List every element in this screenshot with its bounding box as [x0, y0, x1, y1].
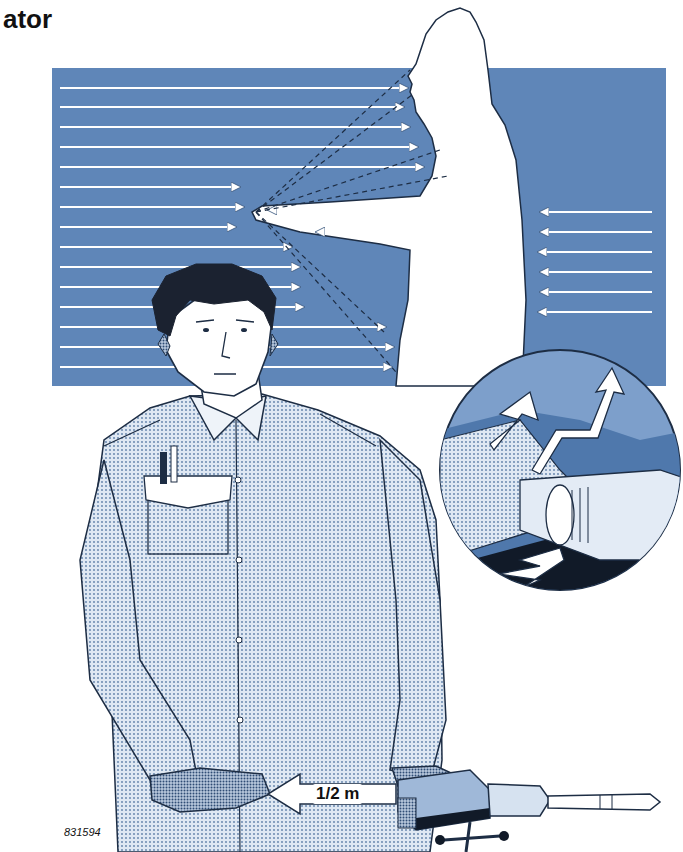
reflected-arrow [540, 231, 652, 233]
sound-arrow [60, 166, 424, 168]
sound-arrow [60, 206, 244, 208]
reflected-arrow [538, 311, 652, 313]
illustration-part [166, 296, 272, 396]
sound-level-meter [398, 770, 660, 852]
illustration-part [398, 770, 490, 830]
illustration-part [237, 717, 243, 723]
illustration-part [600, 795, 612, 809]
reflected-arrow [540, 211, 652, 213]
illustration-part [236, 557, 242, 563]
illustration-part [196, 320, 254, 322]
illustration-part [80, 460, 200, 792]
man-figure [80, 264, 462, 852]
reflection-line [256, 212, 384, 332]
figure-number: 831594 [62, 826, 103, 838]
illustration-part [160, 452, 167, 484]
sound-arrow [60, 87, 408, 89]
illustration-part [488, 784, 550, 816]
sound-arrows [268, 210, 652, 312]
illustration-part [158, 334, 278, 356]
sound-arrow [60, 186, 240, 188]
illustration-part [520, 470, 683, 560]
illustration-part [435, 835, 445, 845]
illustration-part [548, 794, 660, 810]
dimension-label: 1/2 m [313, 784, 362, 804]
reflection-line [256, 150, 440, 212]
illustration-part [398, 798, 416, 828]
illustration-part [490, 392, 538, 450]
reflection-line [256, 212, 396, 372]
illustration-part [150, 768, 270, 812]
illustration-part [241, 328, 247, 332]
sound-arrow [60, 226, 236, 228]
sound-arrow [60, 246, 292, 248]
operator-silhouette [252, 8, 526, 386]
illustration-part [546, 485, 574, 545]
illustration-part [444, 822, 500, 852]
reflected-arrow [538, 251, 652, 253]
reflected-arrow [268, 209, 412, 211]
illustration-part [499, 831, 509, 841]
illustration-part [144, 476, 232, 508]
illustration-part [440, 368, 683, 600]
heading: ator [3, 4, 52, 35]
illustration-part [380, 440, 446, 780]
sound-arrow [60, 106, 404, 108]
reflected-arrow [540, 271, 652, 273]
reflected-arrow [540, 291, 652, 293]
reflection-line [256, 70, 410, 212]
illustration-part [236, 637, 242, 643]
detail-inset [440, 350, 683, 600]
illustration-part [235, 477, 241, 483]
reflection-lines [256, 70, 448, 372]
illustration-part [152, 264, 276, 336]
illustration-part [171, 446, 177, 482]
illustration-part [498, 548, 564, 588]
illustration-part [104, 414, 376, 446]
illustration-part [572, 487, 588, 543]
illustration-part [532, 368, 624, 474]
sound-arrow [60, 126, 410, 128]
illustration-part [203, 328, 209, 332]
sound-arrow [60, 266, 300, 268]
reflection-line [256, 95, 412, 212]
sound-arrow [60, 146, 418, 148]
reflected-arrow [316, 231, 404, 233]
reflection-line [256, 176, 448, 212]
distance-arrow [268, 774, 396, 814]
illustration-part [214, 332, 236, 374]
